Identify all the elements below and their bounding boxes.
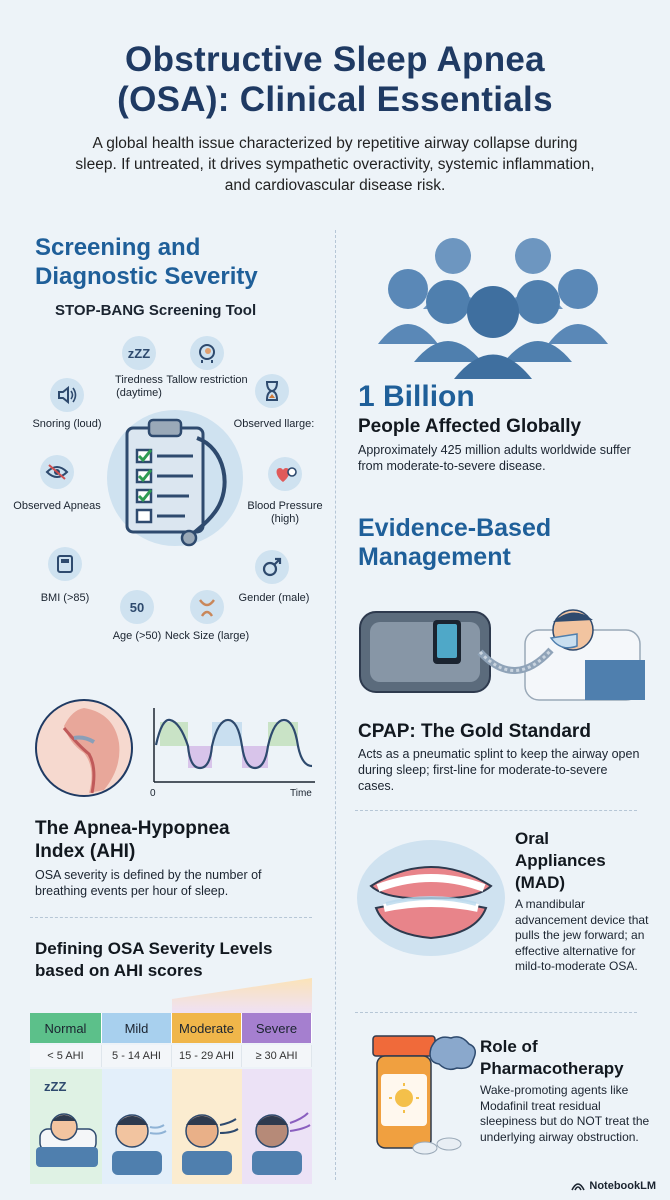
hourglass-icon bbox=[255, 374, 289, 408]
pharma-title: Role of Pharmacotherapy bbox=[480, 1037, 624, 1078]
age-icon: 50 bbox=[120, 590, 154, 624]
scale-icon bbox=[48, 547, 82, 581]
head-profile-icon bbox=[190, 336, 224, 370]
page-title: Obstructive Sleep Apnea (OSA): Clinical … bbox=[117, 40, 553, 119]
severity-moderate-range: 15 - 29 AHI bbox=[172, 1045, 242, 1067]
label-observed-apneas: Observed Apneas bbox=[13, 500, 101, 512]
speaker-icon bbox=[50, 378, 84, 412]
neck-icon bbox=[190, 590, 224, 624]
cpap-text: Acts as a pneumatic splint to keep the a… bbox=[358, 747, 640, 793]
oral-appliance-icon bbox=[357, 840, 505, 956]
label-gender: Gender (male) bbox=[238, 592, 310, 604]
severity-severe-header: Severe bbox=[242, 1013, 312, 1043]
label-observed-large: Observed llarge: bbox=[233, 418, 315, 430]
severity-mild-header: Mild bbox=[102, 1013, 172, 1043]
label-bmi: BMI (>85) bbox=[40, 592, 90, 604]
sleeping-person-icon: zZZ bbox=[30, 1069, 102, 1184]
stat-number: 1 Billion bbox=[358, 380, 475, 413]
label-neck: Neck Size (large) bbox=[164, 630, 250, 642]
heart-pressure-icon bbox=[268, 457, 302, 491]
severity-normal-range: < 5 AHI bbox=[30, 1045, 102, 1067]
clipboard-stethoscope-icon bbox=[107, 410, 243, 547]
ahi-text: OSA severity is defined by the number of… bbox=[35, 868, 262, 898]
cpap-machine-icon bbox=[359, 609, 645, 701]
severity-ramp bbox=[172, 978, 312, 1013]
oral-text: A mandibular advancement device that pul… bbox=[515, 897, 649, 973]
right-divider-2 bbox=[355, 1012, 637, 1013]
label-blood-pressure: Blood Pressure (high) bbox=[247, 500, 323, 525]
management-heading: Evidence-Based Management bbox=[358, 514, 552, 571]
severe-apnea-person-icon bbox=[242, 1069, 312, 1184]
left-divider bbox=[30, 917, 312, 918]
severity-heading: Defining OSA Severity Levels based on AH… bbox=[35, 939, 273, 980]
severity-mild-range: 5 - 14 AHI bbox=[102, 1045, 172, 1067]
moderate-snoring-person-icon bbox=[172, 1069, 242, 1184]
cpap-title: CPAP: The Gold Standard bbox=[358, 721, 591, 742]
breathing-waveform-graph: 0 Time bbox=[150, 708, 315, 799]
severity-moderate-header: Moderate bbox=[172, 1013, 242, 1043]
stopbang-title: STOP-BANG Screening Tool bbox=[55, 302, 257, 319]
right-divider-1 bbox=[355, 810, 637, 811]
normal-zzz: zZZ bbox=[44, 1079, 66, 1094]
label-age: Age (>50) bbox=[112, 630, 162, 642]
label-tallow: Tallow restriction bbox=[166, 374, 248, 386]
eye-crossed-icon bbox=[40, 455, 74, 489]
severity-normal-header: Normal bbox=[30, 1013, 102, 1043]
notebooklm-logo-icon bbox=[571, 1183, 586, 1191]
pharma-text: Wake-promoting agents like Modafinil tre… bbox=[480, 1083, 650, 1144]
column-divider bbox=[335, 230, 336, 1180]
notebooklm-brand: NotebookLM bbox=[571, 1180, 656, 1192]
page-subtitle: A global health issue characterized by r… bbox=[75, 135, 595, 194]
stat-text: Approximately 425 million adults worldwi… bbox=[358, 443, 631, 473]
stat-label: People Affected Globally bbox=[358, 416, 582, 437]
graph-time-label: Time bbox=[290, 788, 312, 799]
label-tiredness: Tiredness (daytime) bbox=[115, 374, 163, 399]
male-symbol-icon bbox=[255, 550, 289, 584]
mild-snoring-person-icon bbox=[102, 1069, 172, 1184]
screening-heading: Screening and Diagnostic Severity bbox=[35, 234, 258, 290]
graph-origin-label: 0 bbox=[150, 788, 156, 799]
ahi-heading: The Apnea-Hypopnea Index (AHI) bbox=[35, 818, 230, 862]
pill-bottle-brain-icon bbox=[372, 1035, 476, 1155]
airway-anatomy-icon bbox=[35, 699, 133, 797]
people-group-icon bbox=[378, 238, 608, 379]
zzz-icon: zZZ bbox=[122, 336, 156, 370]
severity-severe-range: ≥ 30 AHI bbox=[242, 1045, 312, 1067]
oral-title: Oral Appliances (MAD) bbox=[515, 829, 606, 892]
label-snoring: Snoring (loud) bbox=[32, 418, 102, 430]
